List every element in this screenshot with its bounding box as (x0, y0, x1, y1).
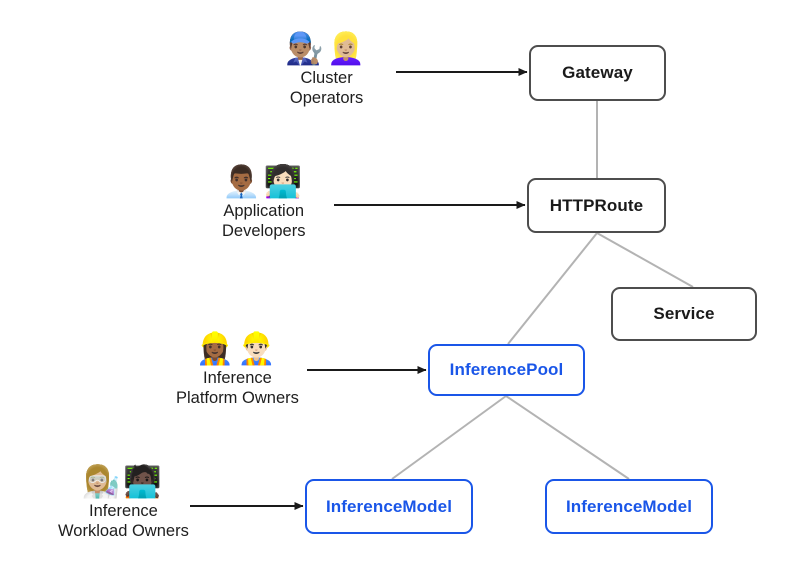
persona-arrows (190, 68, 528, 510)
node-httproute[interactable]: HTTPRoute (527, 178, 666, 233)
office-worker-and-technologist-icon: 👨🏾‍💼👩🏻‍💻 (222, 164, 306, 199)
scientist-and-technologist-icon: 👩🏼‍🔬🧑🏿‍💻 (81, 464, 166, 499)
connector-httproute-to-service (596, 232, 694, 288)
persona-label-line: Inference (89, 502, 158, 520)
persona-label-line: Application (223, 202, 305, 220)
persona-label-line: Workload Owners (58, 522, 189, 540)
construction-worker-pair-icon: 👷🏾‍♀️👷🏻‍♂️ (195, 331, 280, 366)
persona-label-line: Operators (289, 89, 364, 107)
persona-label-line: Cluster (300, 69, 353, 87)
persona-label-line: Developers (222, 222, 306, 240)
connector-httproute-to-inferencepool (507, 232, 598, 345)
node-gateway[interactable]: Gateway (529, 45, 666, 101)
persona-label-line: Inference (203, 369, 272, 387)
connector-inferencepool-to-inferencemodel-left (391, 395, 507, 480)
node-inferencemodel-left[interactable]: InferenceModel (305, 479, 473, 534)
persona-label-line: Platform Owners (176, 389, 299, 407)
mechanic-pair-icon: 👨🏽‍🔧👱🏼‍♀️ (285, 31, 369, 66)
node-inferencepool[interactable]: InferencePool (428, 344, 585, 396)
connector-inferencepool-to-inferencemodel-right (505, 395, 630, 480)
node-service[interactable]: Service (611, 287, 757, 341)
node-inferencemodel-right[interactable]: InferenceModel (545, 479, 713, 534)
hierarchy-connectors (391, 101, 694, 480)
